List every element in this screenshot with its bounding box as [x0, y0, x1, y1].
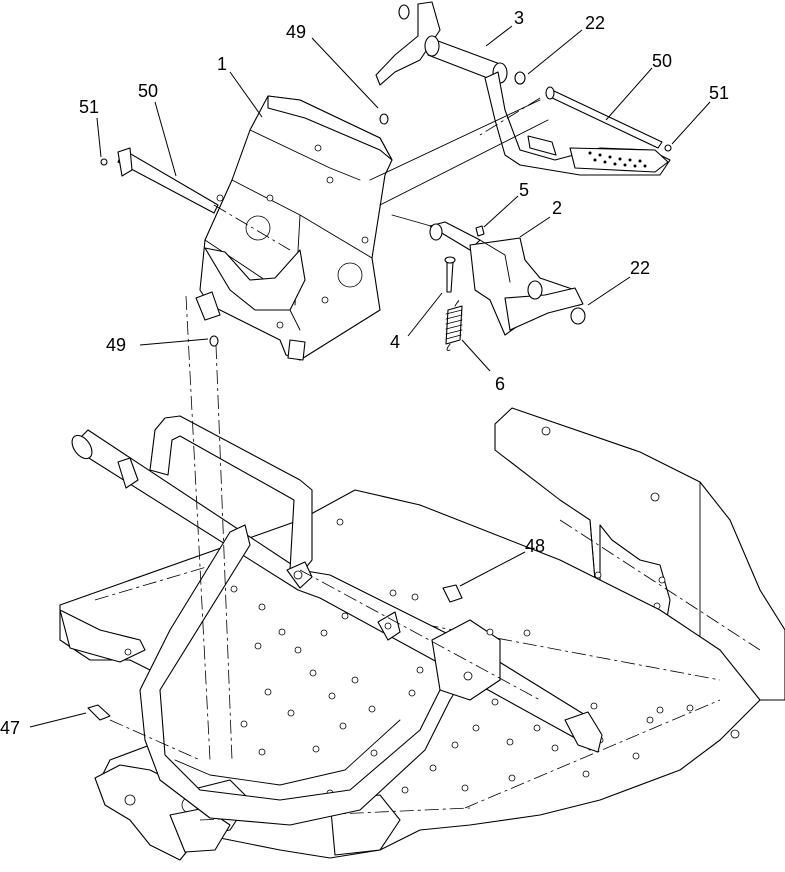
callout-51-right: 51 — [709, 83, 729, 103]
callout-1: 1 — [217, 54, 227, 74]
nut-49-left — [209, 335, 219, 347]
frame-deck — [59, 407, 785, 861]
callout-22-top: 22 — [585, 13, 605, 33]
callout-5: 5 — [519, 180, 529, 200]
assembly-lines — [109, 97, 541, 761]
callout-50-right: 50 — [652, 51, 672, 71]
callout-47: 47 — [0, 718, 20, 738]
callouts: 1 2 3 4 5 6 22 22 47 48 49 49 50 50 51 5… — [0, 8, 729, 738]
callout-48: 48 — [525, 536, 545, 556]
bolt-48 — [442, 584, 463, 603]
rod-upper — [547, 89, 663, 149]
pin — [446, 261, 454, 293]
pedal-tread — [588, 151, 647, 168]
callout-50-left: 50 — [138, 81, 158, 101]
upper-pedal — [375, 1, 671, 176]
callout-2: 2 — [552, 198, 562, 218]
tube-frame — [71, 415, 603, 826]
callout-22-lower: 22 — [630, 258, 650, 278]
bolt-47 — [87, 704, 111, 721]
extension-spring — [445, 300, 463, 351]
rod-left — [117, 149, 219, 214]
nut-49-top — [379, 113, 389, 125]
callout-49-top: 49 — [286, 22, 306, 42]
lower-pedal — [429, 221, 586, 336]
callout-4: 4 — [390, 332, 400, 352]
clip — [475, 225, 485, 237]
callout-49-left: 49 — [106, 335, 126, 355]
callout-6: 6 — [495, 374, 505, 394]
callout-3: 3 — [514, 8, 524, 28]
pedal-bracket — [195, 95, 393, 361]
callout-51-left: 51 — [79, 97, 99, 117]
